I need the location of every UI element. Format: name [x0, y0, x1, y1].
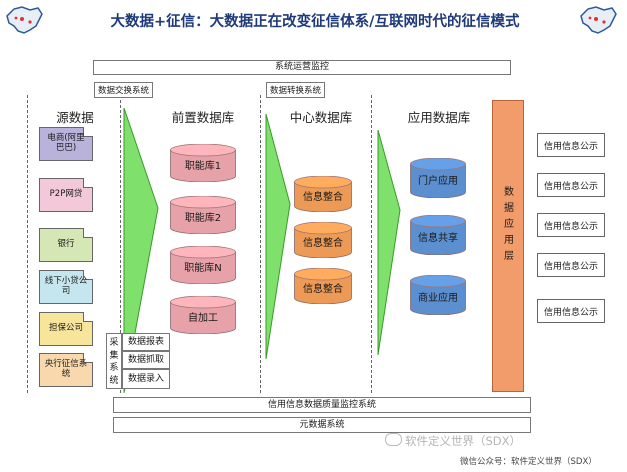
collection-item: 数据抓取: [122, 351, 170, 369]
china-map-icon: [6, 6, 43, 34]
center-db-cylinder: 信息整合: [294, 222, 352, 258]
app-db-cylinder: 信息共享: [410, 215, 466, 255]
app-layer-bar: 数据应用层: [492, 100, 524, 392]
collection-item: 数据报表: [122, 333, 170, 351]
credit-info-output: 信用信息公示: [537, 173, 605, 197]
source-label: 担保公司: [48, 323, 83, 334]
footer-text: 微信公众号：软件定义世界（SDX）: [460, 457, 597, 467]
credit-info-output: 信用信息公示: [537, 299, 605, 323]
app-layer-label: 数据应用层: [504, 187, 514, 262]
data-exchange-label: 数据交换系统: [94, 82, 154, 98]
source-label: 线下小贷公司: [44, 276, 88, 296]
center-db-cylinder: 信息整合: [294, 268, 352, 304]
db-label: 自加工: [188, 313, 218, 324]
app-db-cylinder: 门户应用: [410, 158, 466, 198]
china-map-icon: [580, 6, 617, 34]
db-label: 职能库N: [184, 263, 222, 274]
front-db-cylinder: 职能库1: [170, 144, 236, 182]
flow-arrow: [377, 130, 401, 355]
db-label: 信息整合: [303, 284, 343, 295]
watermark-text: 软件定义世界（SDX）: [405, 434, 522, 448]
front-db-cylinder: 职能库2: [170, 196, 236, 234]
quality-monitor-bar: 信用信息数据质量监控系统: [113, 397, 531, 413]
system-monitor-bar: 系统运营监控: [93, 60, 511, 75]
db-label: 门户应用: [418, 176, 458, 187]
collection-label: 采集系统: [109, 338, 119, 386]
metadata-system-bar: 元数据系统: [113, 417, 531, 433]
separator-line: [27, 95, 28, 393]
section-title-source: 源数据: [56, 110, 94, 125]
source-document: 电商(阿里巴巴): [39, 127, 93, 161]
db-label: 职能库1: [184, 161, 222, 172]
source-document: 银行: [39, 228, 93, 262]
credit-info-output: 信用信息公示: [537, 253, 605, 277]
db-label: 信息共享: [418, 233, 458, 244]
separator-line: [371, 95, 372, 393]
credit-info-output: 信用信息公示: [537, 213, 605, 237]
source-label: 电商(阿里巴巴): [47, 133, 85, 153]
page-title: 大数据+征信：大数据正在改变征信体系/互联网时代的征信模式: [110, 14, 520, 30]
collection-system: 采集系统: [106, 333, 122, 389]
front-db-cylinder: 自加工: [170, 296, 236, 334]
app-db-cylinder: 商业应用: [410, 275, 466, 315]
front-db-cylinder: 职能库N: [170, 246, 236, 284]
section-title-app: 应用数据库: [407, 110, 471, 125]
source-document: 担保公司: [39, 312, 93, 346]
separator-line: [120, 95, 121, 393]
data-convert-label: 数据转换系统: [266, 82, 326, 98]
db-label: 信息整合: [303, 238, 343, 249]
section-title-front: 前置数据库: [171, 110, 235, 125]
center-db-cylinder: 信息整合: [294, 176, 352, 212]
credit-info-output: 信用信息公示: [537, 133, 605, 157]
source-document: 央行征信系统: [39, 353, 93, 387]
wechat-icon: [385, 433, 402, 446]
separator-line: [260, 95, 261, 393]
watermark: 软件定义世界（SDX）: [385, 433, 521, 449]
source-document: P2P网贷: [39, 178, 93, 212]
source-label: 银行: [57, 239, 75, 250]
db-label: 信息整合: [303, 192, 343, 203]
source-document: 线下小贷公司: [39, 270, 93, 304]
db-label: 职能库2: [184, 213, 222, 224]
source-label: 央行征信系统: [44, 359, 88, 379]
flow-arrow: [123, 108, 159, 393]
source-label: P2P网贷: [49, 189, 83, 200]
collection-item: 数据录入: [122, 369, 170, 389]
flow-arrow: [265, 114, 291, 359]
db-label: 商业应用: [418, 293, 458, 304]
section-title-center: 中心数据库: [289, 110, 353, 125]
